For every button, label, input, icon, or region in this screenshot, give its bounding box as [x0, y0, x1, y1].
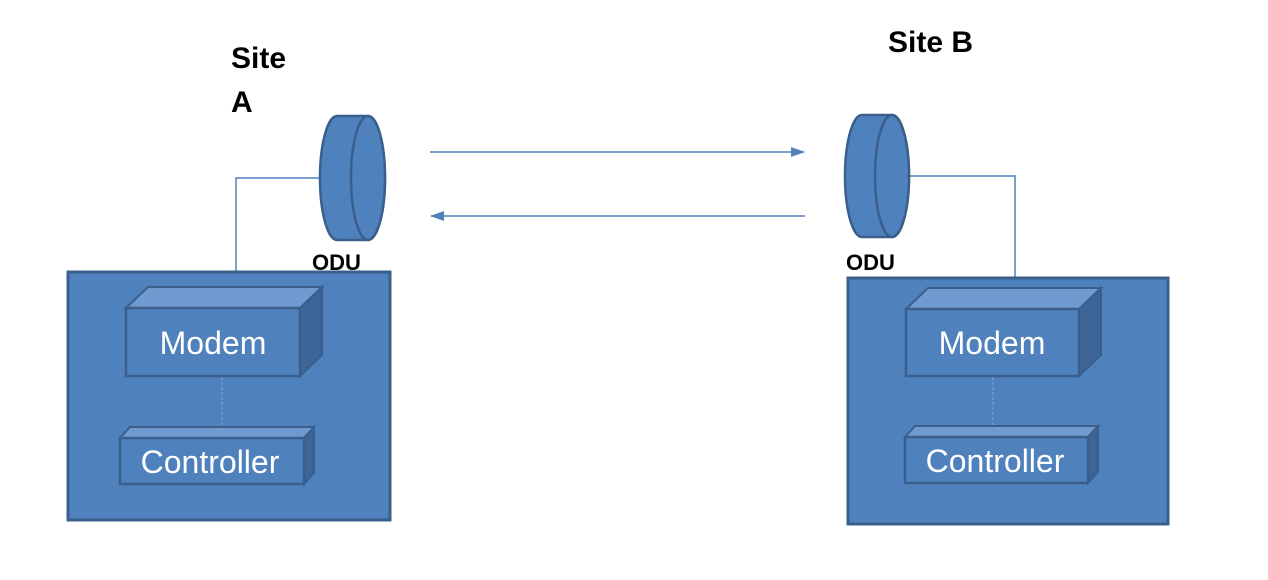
- site-a-odu-icon: [318, 114, 387, 242]
- site-b-label: Site B: [888, 26, 973, 59]
- site-a-modem-label: Modem: [160, 325, 267, 361]
- site-a: Site A ODU Modem Controller: [66, 42, 392, 522]
- site-b-modem: Modem: [903, 285, 1104, 379]
- site-b-odu-connector: [908, 175, 1016, 278]
- site-a-odu-label: ODU: [312, 250, 361, 275]
- site-a-controller-label: Controller: [141, 444, 280, 480]
- site-a-label-line1: Site: [231, 42, 286, 75]
- site-b-controller-label: Controller: [926, 443, 1065, 479]
- site-b-controller: Controller: [902, 423, 1101, 486]
- site-b: Site B ODU Modem Controller: [843, 26, 1170, 526]
- site-a-label-line2: A: [231, 86, 253, 119]
- site-b-odu-icon: [843, 113, 911, 239]
- radio-link: [430, 147, 805, 221]
- site-a-odu-connector: [235, 177, 320, 272]
- site-b-modem-label: Modem: [939, 325, 1046, 361]
- site-a-controller: Controller: [117, 424, 317, 487]
- site-a-modem: Modem: [123, 284, 325, 379]
- site-b-odu-label: ODU: [846, 250, 895, 275]
